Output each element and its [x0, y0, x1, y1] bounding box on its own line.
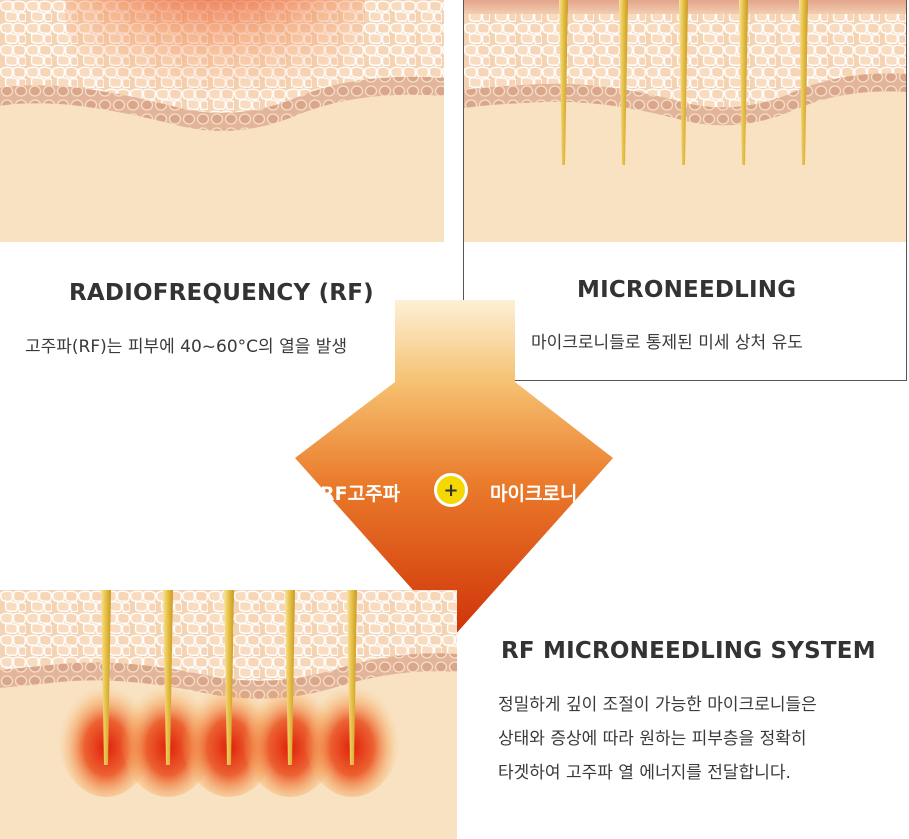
plus-icon: + — [434, 473, 468, 507]
microneedling-description: 마이크로니들로 통제된 미세 상처 유도 — [531, 333, 803, 353]
needle-icon — [101, 590, 357, 765]
combined-description: 정밀하게 깊이 조절이 가능한 마이크로니들은 상태와 증상에 따라 원하는 피… — [498, 688, 817, 790]
microneedling-title: MICRONEEDLING — [577, 277, 797, 303]
microneedling-illustration — [464, 0, 906, 242]
arrow-label-rf: RF고주파 — [320, 483, 401, 505]
needle-icon — [559, 0, 808, 165]
plus-symbol: + — [443, 479, 459, 501]
rf-illustration — [0, 0, 444, 242]
combined-illustration — [0, 590, 457, 839]
combined-description-line: 상태와 증상에 따라 원하는 피부층을 정확히 — [498, 729, 807, 749]
microneedling-card — [463, 0, 907, 381]
combined-description-line: 타겟하여 고주파 열 에너지를 전달합니다. — [498, 763, 791, 783]
arrow-label-microneedle: 마이크로니 — [490, 483, 578, 505]
combined-title: RF MICRONEEDLING SYSTEM — [501, 638, 876, 664]
combined-description-line: 정밀하게 깊이 조절이 가능한 마이크로니들은 — [498, 695, 817, 715]
combine-arrow — [293, 300, 615, 640]
rf-title: RADIOFREQUENCY (RF) — [69, 280, 374, 306]
rf-description: 고주파(RF)는 피부에 40~60°C의 열을 발생 — [25, 337, 348, 357]
